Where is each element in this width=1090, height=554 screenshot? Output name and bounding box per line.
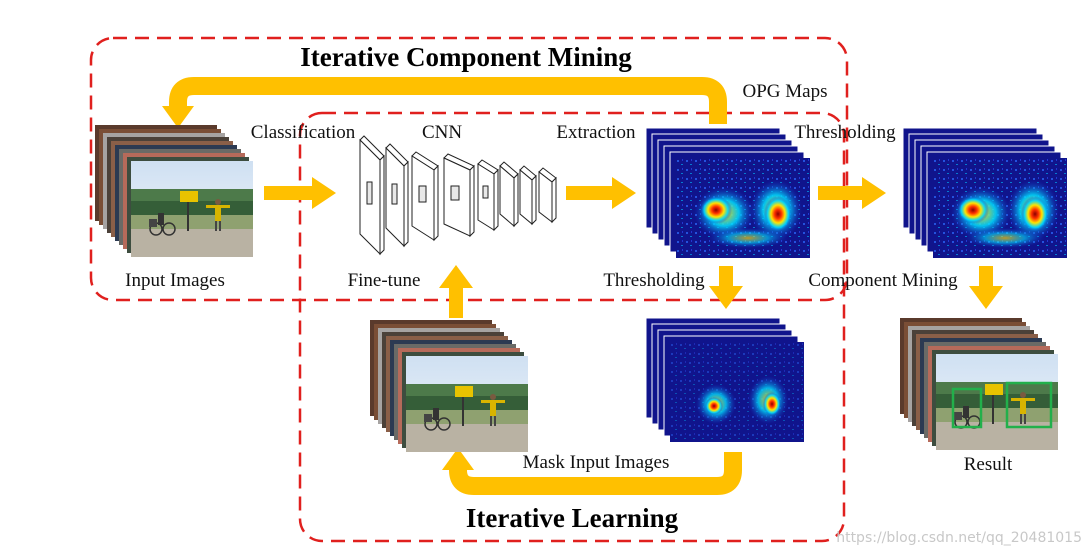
watermark-url: https://blog.csdn.net/qq_20481015	[836, 530, 1082, 546]
feedback-arrow-top	[169, 77, 727, 124]
detection-box-person	[1005, 381, 1053, 429]
arrow-opg-to-sparse	[709, 266, 743, 309]
sparse-maps-stack	[646, 318, 804, 442]
iterative-learning-box	[298, 111, 846, 543]
label-classification: Classification	[251, 122, 356, 143]
label-thresholding-top: Thresholding	[794, 122, 896, 143]
opg-maps-stack	[646, 128, 810, 258]
feedback-arrow-top-head	[162, 106, 194, 128]
arrow-input-to-cnn	[264, 177, 336, 209]
label-opg-maps: OPG Maps	[743, 81, 828, 102]
arrow-masked-to-cnn	[439, 265, 473, 318]
label-cnn: CNN	[422, 122, 462, 143]
thresholded-maps-stack	[903, 128, 1067, 258]
detection-box-bike	[951, 387, 983, 429]
result-stack	[900, 318, 1058, 450]
label-fine-tune: Fine-tune	[348, 270, 421, 291]
feedback-arrow-bottom	[449, 452, 742, 495]
arrow-cnn-to-opg	[566, 177, 636, 209]
label-extraction: Extraction	[556, 122, 636, 143]
label-result: Result	[964, 454, 1013, 475]
arrow-thresholded-to-result	[969, 266, 1003, 309]
label-component-mining: Component Mining	[808, 270, 958, 291]
title-iterative-learning: Iterative Learning	[466, 503, 679, 533]
label-thresholding-mid: Thresholding	[603, 270, 705, 291]
title-iterative-component-mining: Iterative Component Mining	[300, 42, 632, 72]
feedback-arrow-bottom-head	[442, 448, 474, 470]
label-mask-input-images: Mask Input Images	[523, 452, 670, 473]
cnn-network	[359, 135, 557, 256]
label-input-images: Input Images	[125, 270, 225, 291]
input-images-stack	[95, 125, 253, 257]
iterative-component-mining-box	[89, 36, 849, 302]
arrow-opg-to-thresholded	[818, 177, 886, 209]
masked-images-stack	[370, 320, 528, 452]
